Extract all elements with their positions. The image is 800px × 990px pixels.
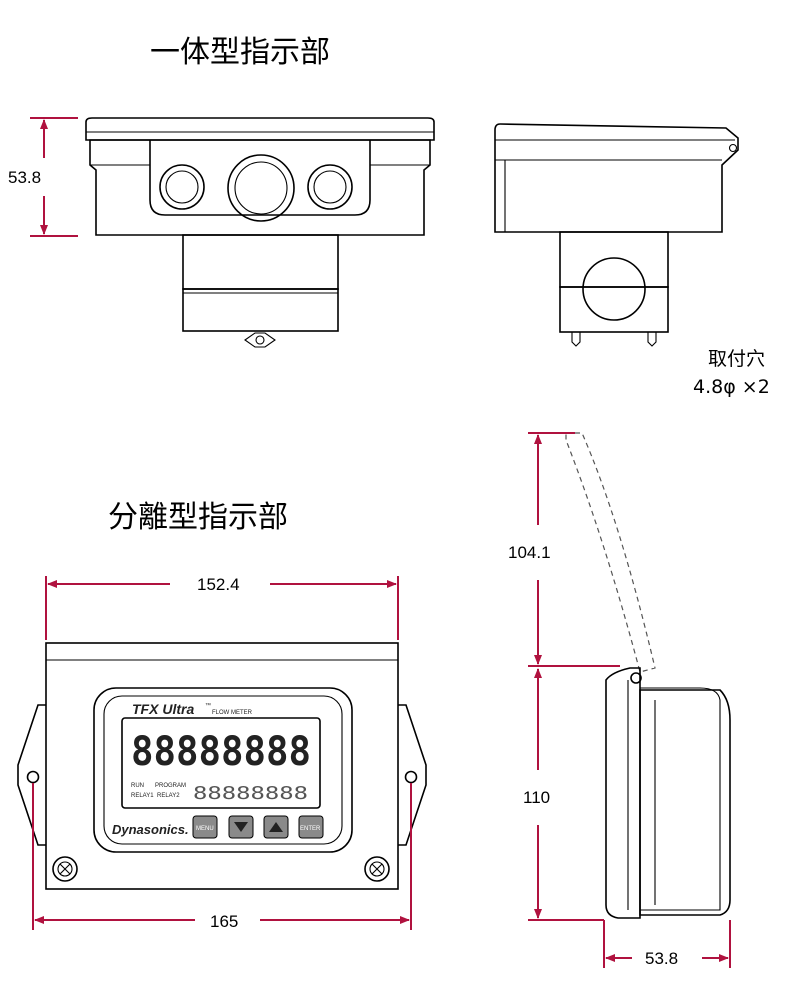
- integrated-front-view: [85, 117, 435, 348]
- title-integrated: 一体型指示部: [150, 35, 330, 70]
- label-relay1: RELAY1: [131, 793, 154, 799]
- up-button[interactable]: [263, 815, 289, 839]
- dim-side-height: 110: [523, 668, 604, 921]
- dim-top-height-label: 53.8: [8, 168, 41, 187]
- integrated-side-view: [494, 123, 739, 347]
- brand-title: TFX Ultra: [132, 701, 194, 717]
- dim-width-outer-label: 165: [210, 912, 238, 931]
- up-arrow-icon: [269, 822, 283, 832]
- label-program: PROGRAM: [155, 783, 186, 789]
- down-arrow-icon: [234, 822, 248, 832]
- maker-logo: Dynasonics.: [112, 822, 189, 837]
- dim-lid-open: 104.1: [508, 432, 620, 667]
- dim-width-outer: 165: [32, 783, 412, 931]
- dim-side-depth-label: 53.8: [645, 949, 678, 968]
- dim-side-depth: 53.8: [603, 920, 731, 968]
- menu-button-label: MENU: [196, 826, 214, 832]
- down-button[interactable]: [228, 815, 254, 839]
- dim-lid-open-label: 104.1: [508, 543, 551, 562]
- label-run: RUN: [131, 783, 144, 789]
- menu-button[interactable]: MENU: [192, 815, 218, 839]
- screw-icon: [364, 856, 390, 882]
- dim-width-inner-label: 152.4: [197, 575, 240, 594]
- label-relay2: RELAY2: [157, 793, 180, 799]
- screw-icon: [52, 856, 78, 882]
- dim-top-height: 53.8: [8, 117, 78, 237]
- main-display-digits: 88888888: [131, 729, 311, 775]
- brand-tm: ™: [205, 702, 211, 709]
- enter-button[interactable]: ENTER: [298, 815, 324, 839]
- title-separated: 分離型指示部: [108, 500, 288, 535]
- separated-side-view: [565, 432, 731, 919]
- secondary-display-digits: 88888888: [193, 783, 308, 804]
- dim-width-inner: 152.4: [45, 575, 399, 640]
- separated-front-view: TFX Ultra ™ FLOW METER 88888888 RUN PROG…: [17, 642, 427, 890]
- mounting-note-line1: 取付穴: [708, 348, 765, 370]
- mounting-note-line2: 4.8φ ×2: [693, 376, 770, 398]
- brand-subtitle: FLOW METER: [212, 710, 253, 716]
- enter-button-label: ENTER: [300, 826, 321, 832]
- dim-side-height-label: 110: [523, 788, 550, 807]
